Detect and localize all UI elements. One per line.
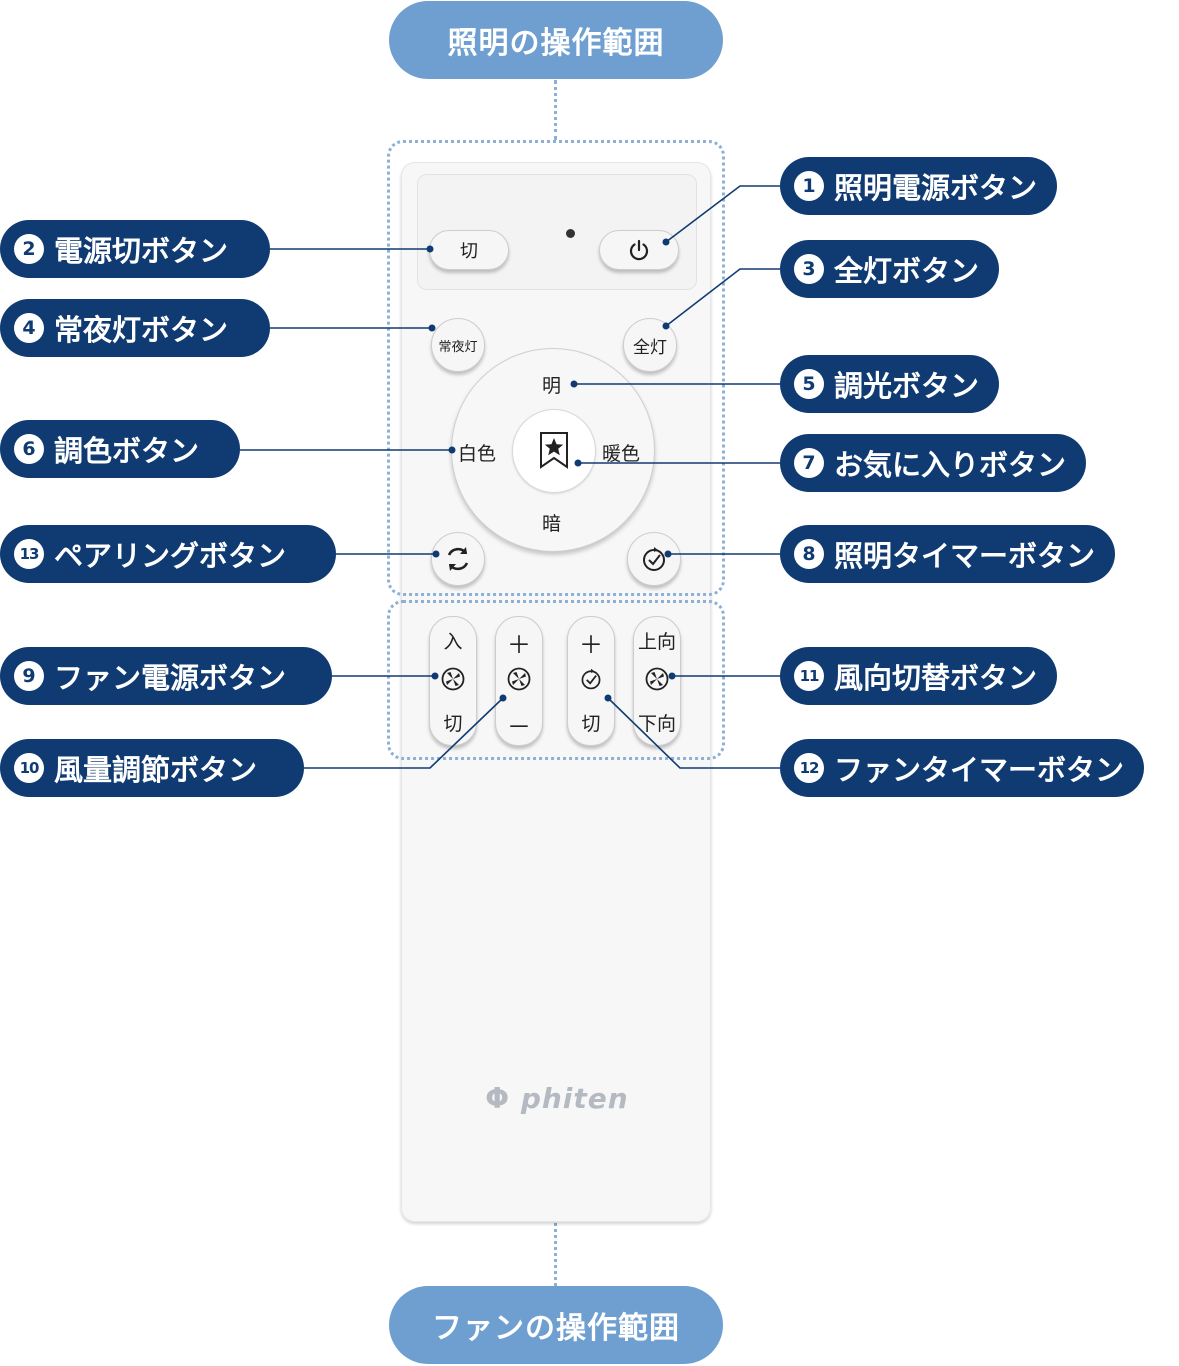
- brand-logo: Φ phiten: [485, 1082, 629, 1115]
- callout-label: 全灯ボタン: [834, 254, 980, 288]
- star-bookmark-icon: [540, 432, 568, 469]
- callout-number: 1: [794, 171, 824, 201]
- lighting-range-box: [387, 140, 725, 596]
- callout-12: 12 ファンタイマーボタン: [780, 739, 1145, 797]
- fan-range-box: [387, 600, 725, 760]
- bright-label[interactable]: 明: [542, 375, 562, 397]
- night-light-button[interactable]: 常夜灯: [431, 318, 485, 372]
- timer-icon: [643, 547, 665, 571]
- fan-timer-button[interactable]: ＋ 切: [567, 616, 615, 746]
- callout-2: 2 電源切ボタン: [0, 220, 270, 278]
- callout-label: 風向切替ボタン: [834, 661, 1038, 695]
- callout-label: 照明電源ボタン: [834, 171, 1038, 205]
- remote-control: 切 常夜灯 全灯 明 暗 白色 暖色: [401, 162, 711, 1222]
- direction-up-label: 上向: [637, 631, 676, 653]
- white-color-label[interactable]: 白色: [458, 443, 497, 465]
- fan-on-label: 入: [443, 631, 463, 653]
- callout-label: 電源切ボタン: [54, 234, 229, 268]
- lighting-range-connector: [554, 80, 557, 140]
- fan-speed-button[interactable]: ＋ －: [495, 616, 543, 746]
- callout-label: 常夜灯ボタン: [54, 313, 229, 347]
- callout-13: 13 ペアリングボタン: [0, 525, 336, 583]
- callout-9: 9 ファン電源ボタン: [0, 647, 332, 705]
- callout-11: 11 風向切替ボタン: [780, 647, 1058, 705]
- callout-4: 4 常夜灯ボタン: [0, 299, 270, 357]
- fan-range-label: ファンの操作範囲: [389, 1286, 723, 1364]
- callout-8: 8 照明タイマーボタン: [780, 525, 1116, 583]
- callout-label: 照明タイマーボタン: [834, 539, 1096, 573]
- callout-label: お気に入りボタン: [834, 448, 1067, 482]
- refresh-icon: [447, 547, 469, 571]
- timer-plus-label: ＋: [579, 631, 603, 659]
- pairing-button[interactable]: [431, 532, 485, 586]
- favorite-button[interactable]: [512, 409, 596, 493]
- callout-number: 11: [794, 661, 824, 691]
- fan-icon: [645, 667, 669, 691]
- callout-label: ファン電源ボタン: [54, 661, 287, 695]
- dimming-dial[interactable]: 明 暗 白色 暖色: [451, 348, 655, 552]
- callout-label: ペアリングボタン: [54, 539, 287, 573]
- callout-label: 調色ボタン: [54, 434, 200, 468]
- callout-number: 8: [794, 539, 824, 569]
- callout-number: 6: [14, 434, 44, 464]
- callout-10: 10 風量調節ボタン: [0, 739, 304, 797]
- callout-label: 風量調節ボタン: [54, 753, 258, 787]
- fan-icon: [507, 667, 531, 691]
- speed-plus-label: ＋: [507, 631, 531, 659]
- ir-sensor: [566, 229, 575, 238]
- callout-number: 10: [14, 753, 44, 783]
- callout-3: 3 全灯ボタン: [780, 240, 1000, 298]
- lighting-range-label: 照明の操作範囲: [389, 1, 723, 79]
- callout-number: 12: [794, 753, 824, 783]
- callout-number: 3: [794, 254, 824, 284]
- callout-number: 4: [14, 313, 44, 343]
- timer-off-label: 切: [581, 713, 601, 735]
- callout-6: 6 調色ボタン: [0, 420, 240, 478]
- timer-icon: [581, 668, 601, 690]
- callout-number: 2: [14, 234, 44, 264]
- callout-number: 13: [14, 539, 44, 569]
- dark-label[interactable]: 暗: [542, 513, 562, 535]
- power-icon: [629, 239, 649, 261]
- speed-minus-label: －: [507, 713, 531, 741]
- fan-icon: [441, 667, 465, 691]
- callout-number: 5: [794, 369, 824, 399]
- warm-color-label[interactable]: 暖色: [602, 443, 641, 465]
- light-timer-button[interactable]: [627, 532, 681, 586]
- callout-5: 5 調光ボタン: [780, 355, 1000, 413]
- power-off-button[interactable]: 切: [429, 230, 509, 270]
- callout-1: 1 照明電源ボタン: [780, 157, 1058, 215]
- callout-number: 7: [794, 448, 824, 478]
- callout-label: ファンタイマーボタン: [834, 753, 1125, 787]
- callout-number: 9: [14, 661, 44, 691]
- callout-label: 調光ボタン: [834, 369, 980, 403]
- callout-7: 7 お気に入りボタン: [780, 434, 1087, 492]
